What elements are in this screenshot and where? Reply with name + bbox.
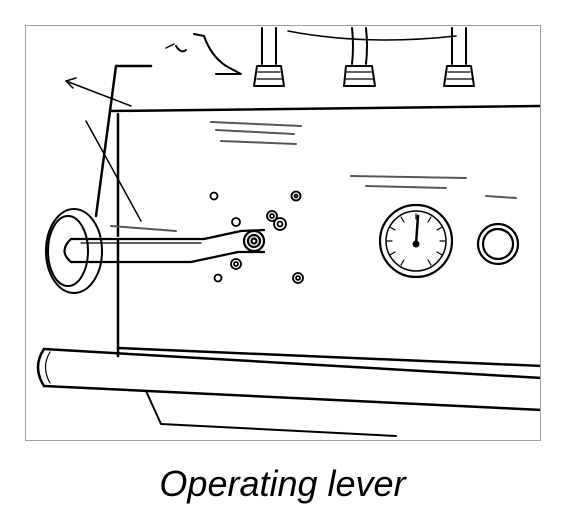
diagram-frame: [25, 25, 541, 441]
push-button: [476, 222, 520, 266]
operating-lever: [63, 228, 266, 264]
hose-fittings: [253, 27, 475, 87]
machine-body: [94, 64, 540, 358]
label-marks: [110, 121, 517, 232]
front-rail: [36, 346, 540, 437]
hook-bracket: [165, 33, 242, 75]
machine-diagram: [36, 27, 540, 437]
pressure-gauge: [378, 203, 454, 279]
pointer-arrows: [65, 77, 142, 222]
side-disc: [45, 208, 103, 294]
figure-caption: Operating lever: [159, 463, 406, 504]
mounting-screws: [209, 190, 304, 284]
